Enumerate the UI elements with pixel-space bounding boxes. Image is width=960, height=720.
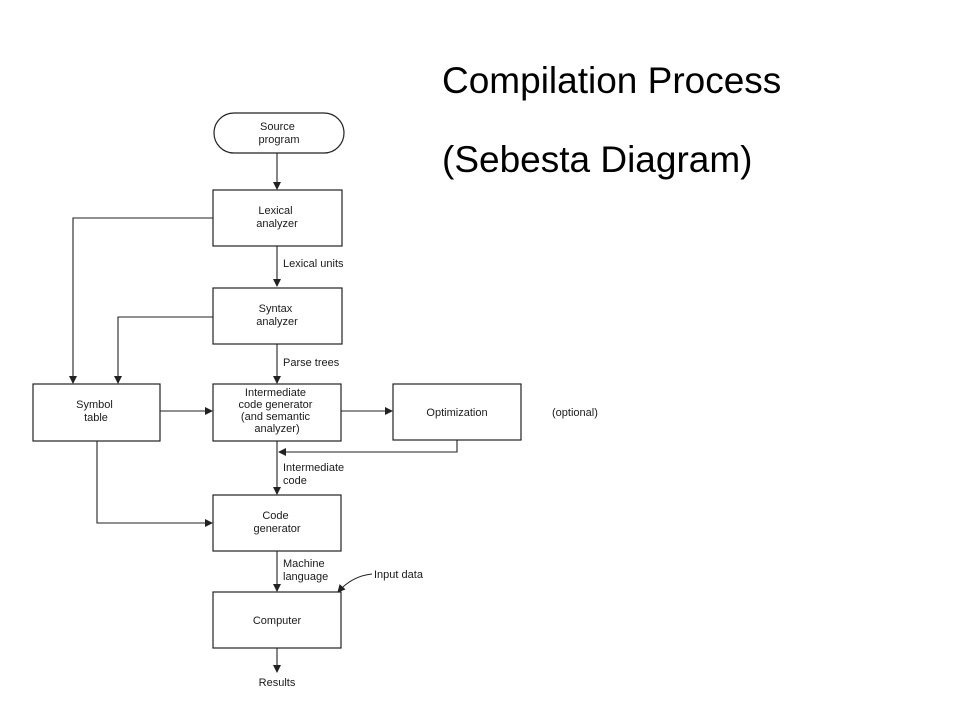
node-code-generator-label: Code generator	[253, 510, 300, 535]
node-computer-label: Computer	[253, 615, 302, 627]
node-intermediate-code-generator-label: Intermediate code generator (and semanti…	[238, 387, 315, 435]
label-lexical-units: Lexical units	[283, 258, 344, 270]
node-syntax-analyzer-label: Syntax analyzer	[256, 303, 298, 328]
node-optimization: Optimization	[392, 383, 522, 441]
page-title: Compilation Process	[442, 60, 782, 101]
label-results: Results	[259, 677, 296, 689]
page-subtitle: (Sebesta Diagram)	[442, 139, 753, 180]
node-symbol-table: Symbol table	[32, 383, 161, 442]
edge-optimization-return	[278, 440, 458, 456]
node-code-generator: Code generator	[212, 494, 342, 552]
label-intermediate-code: Intermediate code	[283, 462, 347, 487]
label-machine-language: Machine language	[283, 558, 328, 583]
label-input-data: Input data	[374, 569, 424, 581]
node-syntax-analyzer: Syntax analyzer	[212, 287, 343, 345]
edge-symbol-codegen	[96, 441, 213, 527]
node-lexical-analyzer-label: Lexical analyzer	[256, 205, 298, 230]
edge-lexical-symbol	[69, 217, 213, 384]
label-parse-trees: Parse trees	[283, 357, 340, 369]
node-optimization-label: Optimization	[426, 407, 487, 419]
node-symbol-table-label: Symbol table	[76, 399, 116, 424]
node-source-program: Source program	[213, 112, 345, 154]
node-lexical-analyzer: Lexical analyzer	[212, 189, 343, 247]
node-computer: Computer	[212, 591, 342, 649]
connectors	[69, 153, 458, 673]
node-intermediate-code-generator: Intermediate code generator (and semanti…	[212, 383, 342, 442]
label-optional: (optional)	[552, 407, 598, 419]
edge-syntax-symbol	[114, 316, 213, 384]
edge-input-data	[337, 573, 373, 593]
title-block: Compilation Process (Sebesta Diagram)	[442, 62, 781, 178]
node-source-program-label: Source program	[259, 121, 300, 146]
